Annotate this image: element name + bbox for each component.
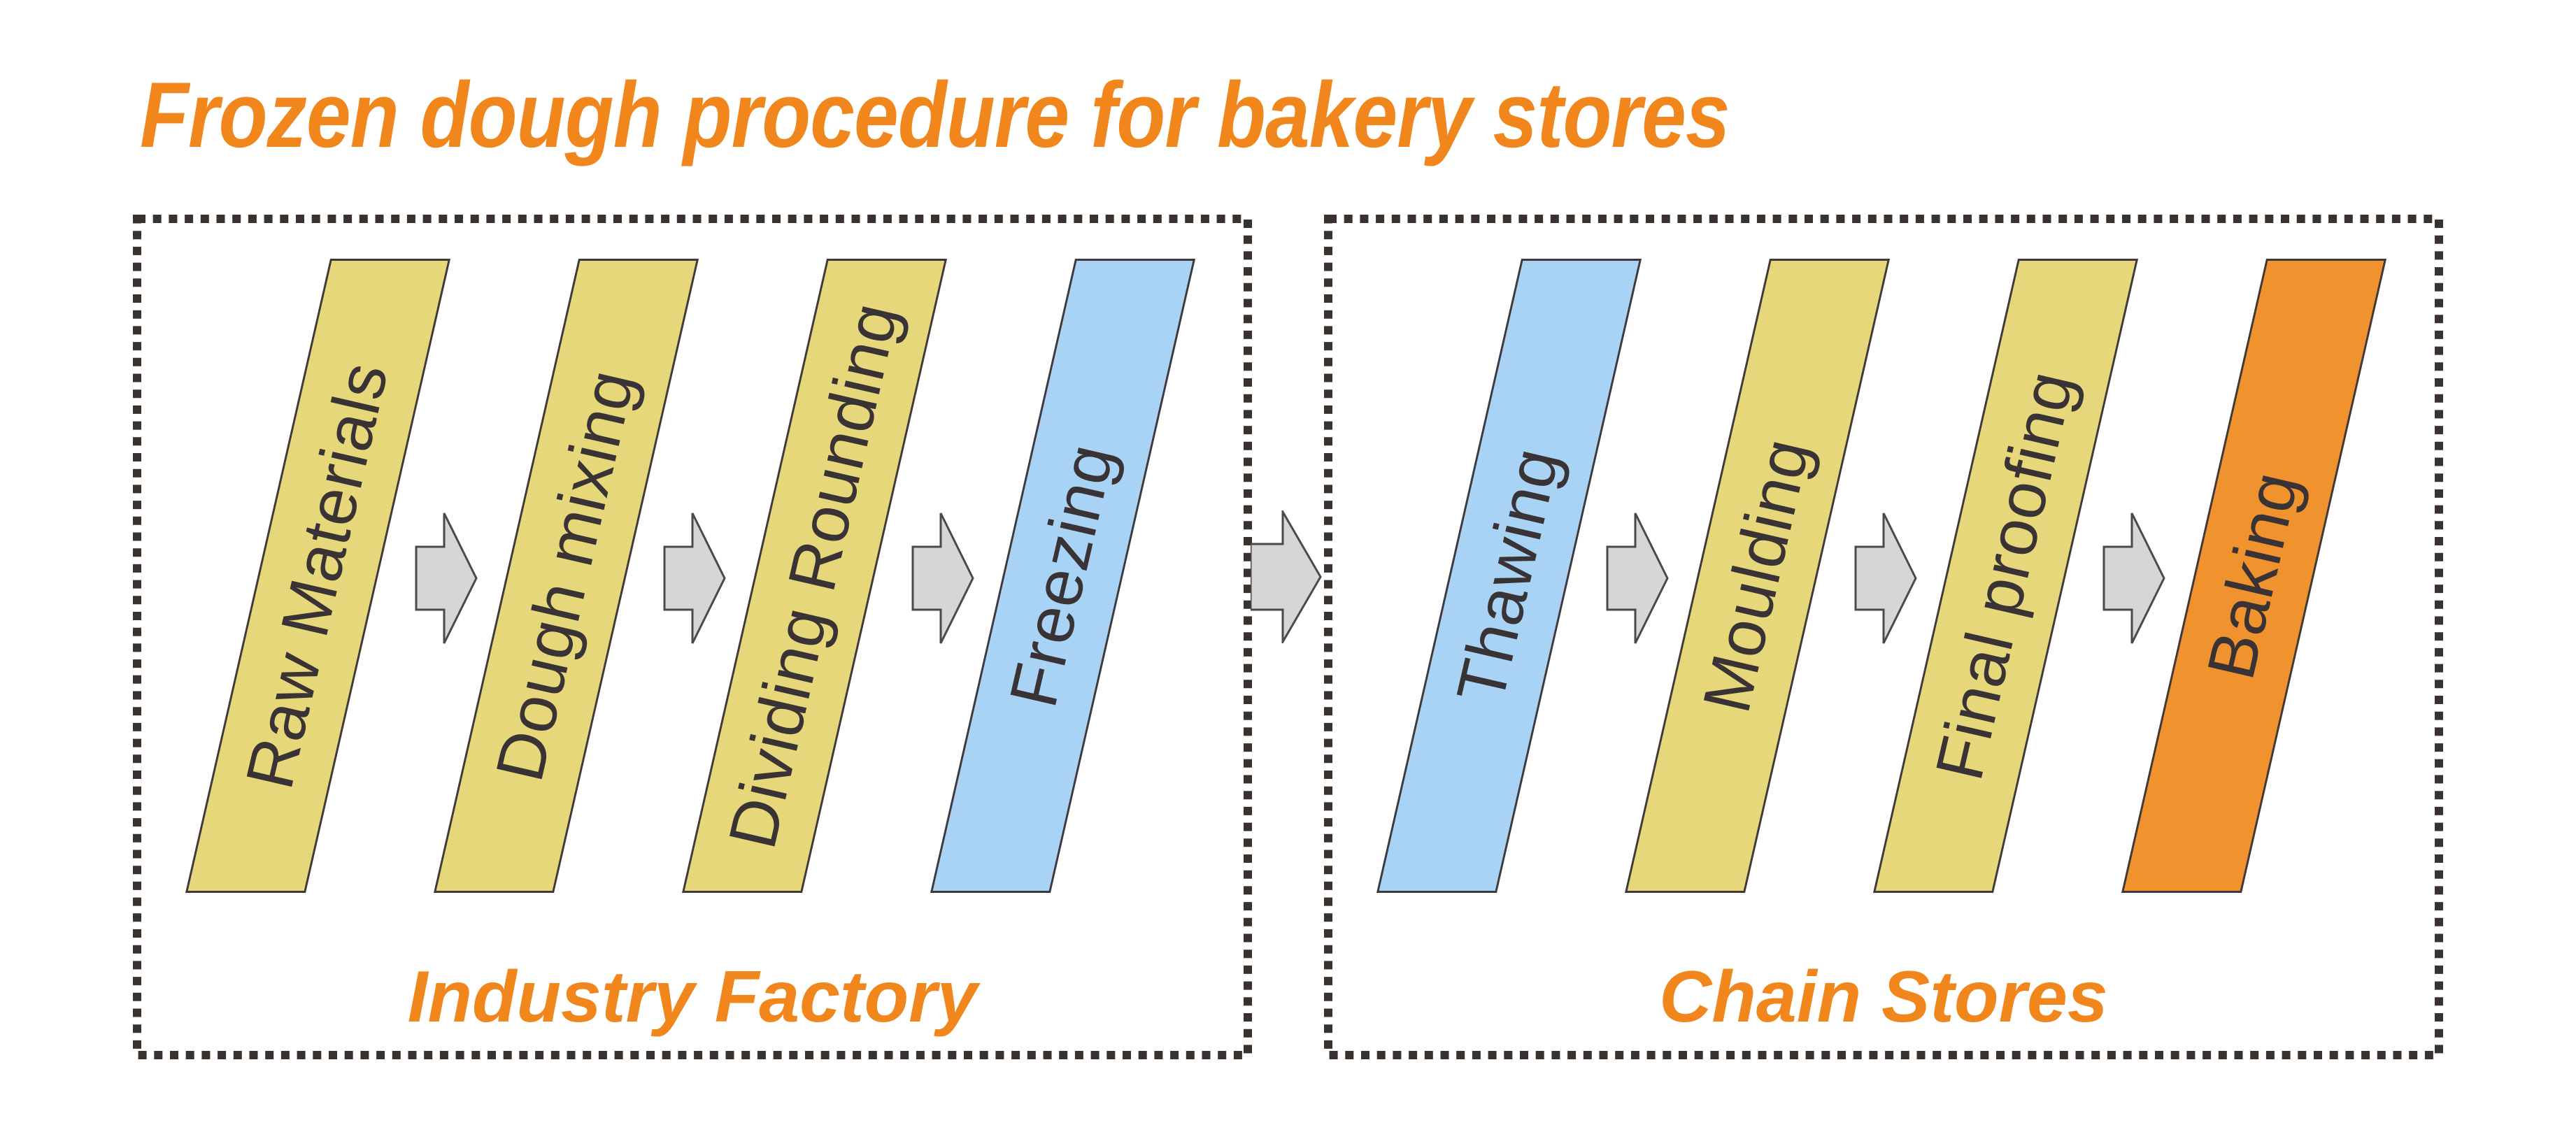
right-arrow-icon (1854, 513, 1917, 644)
right-arrow-icon (663, 513, 726, 644)
right-arrow-icon (1606, 513, 1669, 644)
chain-stores-label: Chain Stores (1659, 957, 2108, 1038)
industry-factory-label: Industry Factory (407, 957, 978, 1038)
right-arrow-icon (415, 513, 478, 644)
industry-factory-box: Raw Materials Dough mixing Dividing Roun… (133, 215, 1252, 1059)
diagram-title: Frozen dough procedure for bakery stores (140, 64, 1730, 167)
right-arrow-icon-between-boxes (1251, 510, 1322, 643)
right-arrow-icon (2102, 513, 2165, 644)
dotted-border (1324, 215, 2443, 1059)
right-arrow-icon (911, 513, 974, 644)
dotted-border (133, 215, 1252, 1059)
chain-stores-box: Thawing Moulding Final proofing Baking C… (1324, 215, 2443, 1059)
